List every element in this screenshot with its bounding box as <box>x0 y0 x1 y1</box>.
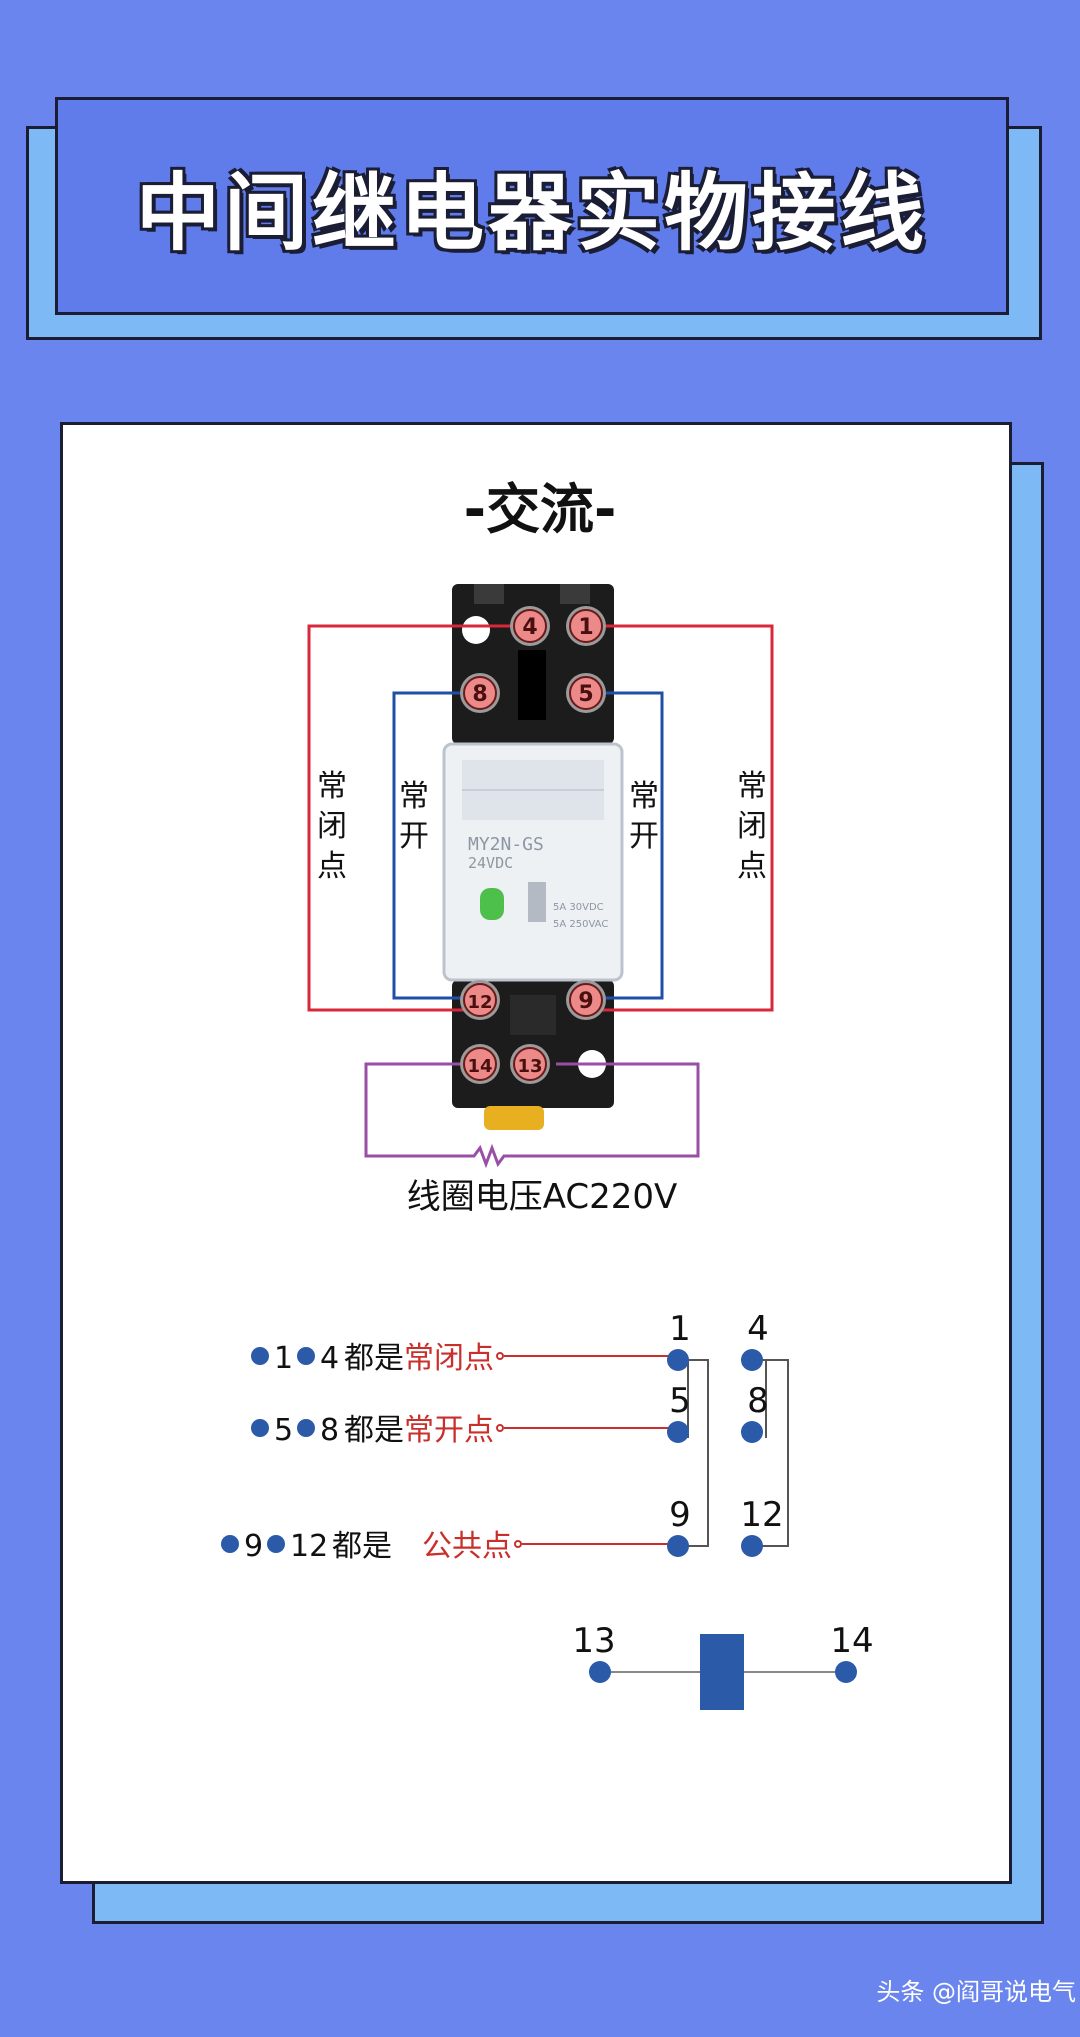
clip-tab <box>484 1106 544 1130</box>
legend-number: 5 <box>274 1413 293 1448</box>
svg-text:4: 4 <box>747 1309 769 1349</box>
terminal-4: 4 <box>510 606 550 646</box>
svg-text:12: 12 <box>740 1495 783 1535</box>
svg-text:12: 12 <box>467 992 492 1013</box>
schematic-terminal-12: 12 <box>740 1495 784 1557</box>
legend-prefix: 都是 <box>344 1341 404 1376</box>
legend-dot <box>251 1419 269 1437</box>
schematic-terminal-1: 1 <box>667 1309 691 1371</box>
nc-right-label: 常闭点 <box>737 769 767 884</box>
no-right-label: 常开 <box>629 779 659 854</box>
terminal-14: 14 <box>460 1044 500 1084</box>
schem-4-12-link <box>756 1359 789 1547</box>
coil-symbol <box>700 1634 744 1710</box>
nc-left-label: 常闭点 <box>317 769 347 884</box>
legend-dot <box>297 1347 315 1365</box>
no-left-label: 常开 <box>399 779 429 854</box>
legend-number: 12 <box>290 1529 328 1564</box>
schem-1-9-link <box>678 1359 709 1547</box>
terminal-9: 9 <box>566 980 606 1020</box>
svg-text:13: 13 <box>517 1056 542 1077</box>
svg-text:9: 9 <box>578 989 593 1014</box>
legend-number: 9 <box>244 1529 263 1564</box>
legend-highlight: 常闭点 <box>404 1341 494 1376</box>
svg-text:14: 14 <box>467 1056 492 1077</box>
coil-wire <box>364 1062 700 1169</box>
legend-highlight: 公共点 <box>422 1529 512 1564</box>
led-indicator <box>480 888 504 920</box>
svg-text:13: 13 <box>572 1621 615 1661</box>
leader-start <box>496 1424 504 1432</box>
leader-start <box>496 1352 504 1360</box>
relay-body: MY2N-GS 24VDC 5A 30VDC 5A 250VAC <box>442 742 624 982</box>
svg-text:5: 5 <box>578 682 593 707</box>
legend-dot <box>297 1419 315 1437</box>
legend-dot <box>267 1535 285 1553</box>
terminal-12: 12 <box>460 980 500 1020</box>
svg-text:8: 8 <box>747 1381 769 1421</box>
terminal-8: 8 <box>460 673 500 713</box>
schematic-terminal-13: 13 <box>572 1621 616 1683</box>
terminal-13: 13 <box>510 1044 550 1084</box>
no-right-wire <box>586 691 664 1000</box>
section-title: -交流- <box>464 478 617 541</box>
nc-right-wire <box>602 624 774 1012</box>
schematic-terminal-8: 8 <box>741 1381 769 1443</box>
svg-text:9: 9 <box>669 1495 691 1535</box>
terminal-5: 5 <box>566 673 606 713</box>
coil-voltage-label: 线圈电压AC220V <box>407 1177 678 1217</box>
footer-label: 头条 @阎哥说电气 <box>876 1978 1076 2006</box>
svg-text:1: 1 <box>578 615 593 640</box>
legend-number: 1 <box>274 1341 293 1376</box>
svg-text:8: 8 <box>472 682 487 707</box>
svg-text:1: 1 <box>669 1309 691 1349</box>
rating-line-2: 5A 250VAC <box>553 919 608 930</box>
terminal-1: 1 <box>566 606 606 646</box>
leader-start <box>514 1540 522 1548</box>
svg-text:5: 5 <box>669 1381 691 1421</box>
legend-highlight: 常开点 <box>404 1413 494 1448</box>
no-left-wire <box>392 691 480 1000</box>
relay-terminals: 4 1 8 5 12 9 14 13 <box>460 606 606 1084</box>
nc-left-wire <box>307 624 530 1012</box>
schematic-terminal-4: 4 <box>741 1309 769 1371</box>
legend-prefix: 都是 <box>344 1413 404 1448</box>
legend-number: 8 <box>320 1413 339 1448</box>
legend-dot <box>221 1535 239 1553</box>
schematic-terminal-5: 5 <box>667 1381 691 1443</box>
svg-text:14: 14 <box>830 1621 873 1661</box>
page-title: 中间继电器实物接线 <box>135 163 928 262</box>
svg-text:4: 4 <box>522 615 537 640</box>
relay-model-text: MY2N-GS <box>468 834 544 855</box>
schematic-terminal-14: 14 <box>830 1621 874 1683</box>
legend-dot <box>251 1347 269 1365</box>
legend-prefix: 都是 <box>332 1529 392 1564</box>
legend-number: 4 <box>320 1341 339 1376</box>
legend-row: 9 12 都是公共点 <box>221 1529 670 1564</box>
relay-voltage-text: 24VDC <box>468 854 513 872</box>
title-banner: 中间继电器实物接线 <box>55 97 1009 315</box>
schematic-terminal-9: 9 <box>667 1495 691 1557</box>
rating-line-1: 5A 30VDC <box>553 902 604 913</box>
